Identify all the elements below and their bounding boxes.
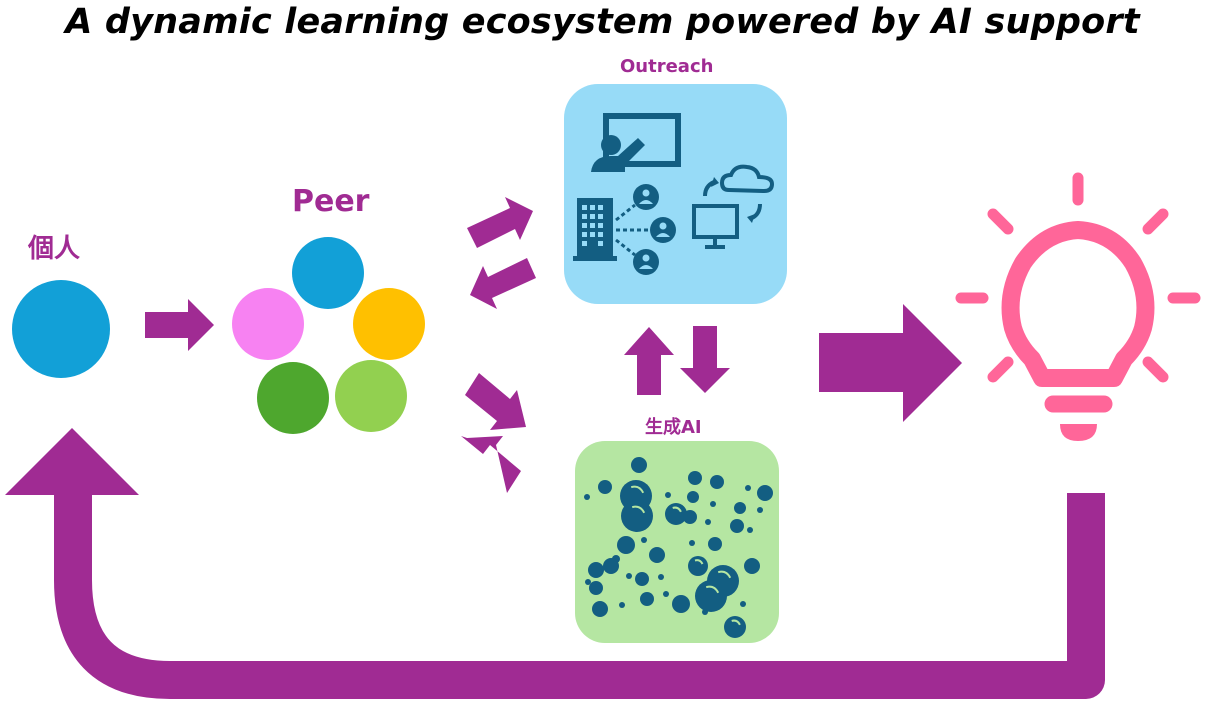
bubble	[617, 536, 635, 554]
bubble	[702, 609, 708, 615]
bubble	[683, 510, 697, 524]
outreach-label: Outreach	[620, 56, 714, 77]
bubble	[710, 475, 724, 489]
bubble	[584, 494, 590, 500]
bubble	[588, 562, 604, 578]
bubble	[688, 556, 708, 576]
bubble	[705, 519, 711, 525]
bubble	[663, 591, 669, 597]
bubble-highlight	[694, 559, 704, 565]
bubble	[757, 507, 763, 513]
bubble	[589, 581, 603, 595]
bubble	[740, 601, 746, 607]
feedback-loop-arrowhead	[5, 428, 139, 495]
peer-member-dark-green	[257, 362, 329, 434]
bubble	[658, 574, 664, 580]
bubble	[619, 602, 625, 608]
peer-member-light-green	[335, 360, 407, 432]
bubble	[585, 579, 591, 585]
peer-cluster	[232, 237, 425, 434]
feedback-loop-arrow	[54, 493, 1105, 699]
presentation-icon	[591, 113, 681, 172]
bubble-highlight	[705, 585, 720, 594]
bubble	[649, 547, 665, 563]
person-icon	[633, 249, 659, 275]
bubble	[730, 519, 744, 533]
bubble	[745, 485, 751, 491]
individual-label: 個人	[28, 234, 81, 264]
organization-network-icon	[573, 184, 676, 275]
bubble	[689, 540, 695, 546]
person-icon	[650, 217, 676, 243]
generative-ai-label: 生成AI	[645, 417, 702, 438]
bubble	[665, 492, 671, 498]
bubble	[640, 592, 654, 606]
generative-ai-node	[575, 441, 779, 643]
bubble	[672, 595, 690, 613]
arrow-peer-to-genai	[465, 373, 526, 430]
bubble	[665, 503, 687, 525]
bubble	[744, 558, 760, 574]
bubble-highlight	[717, 570, 732, 579]
arrow-peer-to-outreach	[467, 197, 533, 248]
bubble	[734, 502, 746, 514]
outreach-node	[564, 84, 787, 304]
peer-member-yellow	[353, 288, 425, 360]
bubble	[710, 501, 716, 507]
bubble	[626, 573, 632, 579]
arrow-to-insight	[819, 304, 962, 422]
lightbulb-icon	[955, 172, 1201, 441]
bubble-highlight	[672, 506, 682, 513]
bubble	[747, 527, 753, 533]
bubble	[757, 485, 773, 501]
bubble	[708, 537, 722, 551]
arrow-outreach-to-genai	[680, 326, 730, 393]
bubble-highlight	[630, 485, 645, 494]
bubble	[621, 500, 653, 532]
bubble	[687, 491, 699, 503]
bubble	[641, 537, 647, 543]
arrow-outreach-to-peer	[470, 258, 536, 309]
bubble	[631, 457, 647, 473]
arrow-genai-to-outreach	[624, 327, 674, 395]
peer-member-blue	[292, 237, 364, 309]
bubble	[592, 601, 608, 617]
bubble	[598, 480, 612, 494]
arrow-genai-to-peer	[461, 436, 521, 493]
arrow-individual-to-peer	[145, 299, 214, 351]
diagram-title: A dynamic learning ecosystem powered by …	[65, 2, 1140, 42]
bubble	[603, 558, 619, 574]
bubble	[724, 616, 746, 638]
cloud-sync-icon	[692, 164, 775, 249]
peer-label: Peer	[292, 184, 370, 219]
bubble-highlight	[631, 505, 646, 514]
individual-node	[12, 280, 110, 378]
bubbles-icon	[584, 457, 773, 638]
bubble	[688, 471, 702, 485]
bubble	[695, 580, 727, 612]
bubble	[635, 572, 649, 586]
bubble-highlight	[731, 619, 741, 626]
person-icon	[633, 184, 659, 210]
peer-member-pink	[232, 288, 304, 360]
